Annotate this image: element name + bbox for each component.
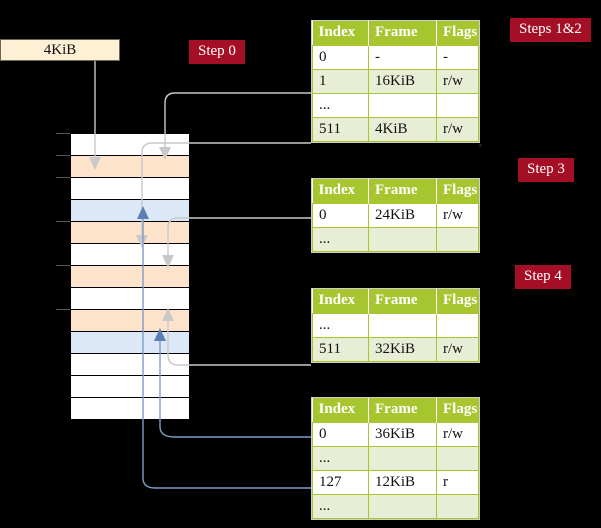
memory-tick [56,133,70,134]
table-edge-dot [479,144,482,147]
column-header-flags: Flags [436,398,479,423]
cell-index: 127 [312,470,369,495]
column-header-frame: Frame [368,21,437,46]
cell-index: 0 [312,203,369,228]
column-header-index: Index [312,398,369,423]
badge-label: Step 0 [198,43,236,59]
virtual-address-box: 4KiB [0,39,120,61]
table-row[interactable]: ... [312,227,479,252]
badge-label: Step 4 [524,268,562,284]
cell-frame: 16KiB [368,69,437,94]
cell-frame: 4KiB [368,117,437,142]
cell-frame: - [368,45,437,70]
cell-index: 0 [312,45,369,70]
cell-index: ... [312,227,369,252]
cell-frame: 36KiB [368,422,437,447]
column-header-flags: Flags [436,21,479,46]
cell-flags: r [436,470,479,495]
column-header-index: Index [312,289,369,314]
badge-step-3: Step 3 [518,158,574,182]
memory-tick [56,221,70,222]
memory-tick [56,155,70,156]
cell-frame: 32KiB [368,337,437,362]
cell-flags [436,446,479,471]
virtual-address-label: 4KiB [43,41,77,58]
physical-memory-column [70,133,190,420]
table-row[interactable]: ... [312,313,479,338]
cell-index: ... [312,93,369,118]
table-row[interactable]: ... [312,446,479,471]
cell-index: 511 [312,337,369,362]
cell-frame [368,446,437,471]
cell-flags: - [436,45,479,70]
badge-label: Steps 1&2 [519,21,582,37]
cell-flags [436,93,479,118]
cell-flags: r/w [436,117,479,142]
badge-steps-1-2: Steps 1&2 [510,18,591,42]
cell-index: ... [312,446,369,471]
column-header-index: Index [312,179,369,204]
cell-frame [368,227,437,252]
cell-index: 511 [312,117,369,142]
cell-frame [368,494,437,519]
cell-frame: 12KiB [368,470,437,495]
memory-tick [56,177,70,178]
cell-flags [436,227,479,252]
column-header-frame: Frame [368,398,437,423]
cell-index: 0 [312,422,369,447]
cell-frame [368,93,437,118]
cell-frame [368,313,437,338]
column-header-index: Index [312,21,369,46]
badge-label: Step 3 [527,161,565,177]
cell-flags: r/w [436,422,479,447]
badge-step-4: Step 4 [515,265,571,289]
column-header-flags: Flags [436,289,479,314]
cell-flags [436,494,479,519]
cell-flags [436,313,479,338]
badge-step-0: Step 0 [189,40,245,64]
table-row[interactable]: 0-- [312,45,479,70]
table-row[interactable]: ... [312,93,479,118]
column-header-frame: Frame [368,179,437,204]
cell-flags: r/w [436,69,479,94]
memory-tick [56,309,70,310]
cell-index: ... [312,313,369,338]
cell-frame: 24KiB [368,203,437,228]
column-header-frame: Frame [368,289,437,314]
table-row[interactable]: ... [312,494,479,519]
column-header-flags: Flags [436,179,479,204]
cell-flags: r/w [436,337,479,362]
cell-index: 1 [312,69,369,94]
cell-index: ... [312,494,369,519]
memory-tick [56,265,70,266]
cell-flags: r/w [436,203,479,228]
